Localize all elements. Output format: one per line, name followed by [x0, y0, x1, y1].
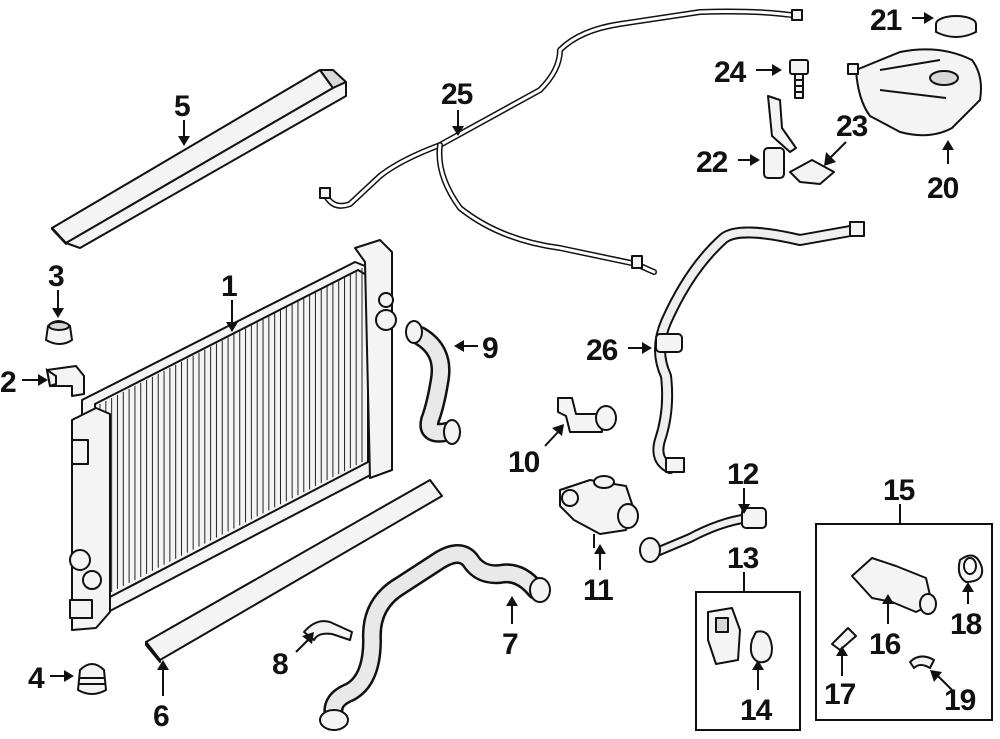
callout-9: 9 [482, 332, 498, 365]
callout-3: 3 [48, 260, 64, 293]
callout-5: 5 [174, 90, 190, 123]
callout-labels: 1 2 3 4 5 6 7 8 9 10 11 12 13 14 15 16 1… [0, 4, 983, 733]
part-4-insulator [77, 663, 107, 695]
callout-11: 11 [583, 574, 613, 607]
part-23-clip [789, 159, 835, 185]
callout-4: 4 [28, 662, 45, 695]
callout-22: 22 [696, 146, 728, 179]
callout-26: 26 [586, 334, 618, 367]
callout-16: 16 [869, 628, 901, 661]
part-10-bracket [557, 397, 617, 433]
callout-13: 13 [727, 542, 759, 575]
callout-6: 6 [153, 700, 169, 733]
callout-14: 14 [740, 694, 773, 727]
part-5-upper-seal [51, 69, 347, 249]
callout-19: 19 [944, 684, 976, 717]
leader-lines [22, 12, 974, 696]
callout-25: 25 [441, 78, 473, 111]
group-13-box [695, 591, 801, 731]
part-6-lower-seal [145, 479, 443, 663]
callout-10: 10 [508, 446, 540, 479]
part-21-cap [935, 15, 977, 38]
callout-21: 21 [870, 4, 902, 37]
part-9-upper-hose [405, 320, 461, 445]
part-8-clamp [303, 620, 353, 641]
callout-1: 1 [221, 270, 237, 303]
callout-23: 23 [836, 110, 868, 143]
callout-8: 8 [272, 648, 288, 681]
part-2-bracket [45, 365, 85, 397]
callout-2: 2 [0, 366, 16, 399]
part-25-tubes [319, 8, 803, 275]
radiator-fins [99, 268, 363, 598]
part-11-housing [559, 475, 639, 548]
group-15-box [815, 523, 993, 721]
part-12-tube [639, 507, 767, 563]
callout-15: 15 [883, 474, 915, 507]
callout-7: 7 [502, 628, 518, 661]
part-20-reservoir [847, 48, 982, 137]
part-7-lower-hose [319, 544, 551, 731]
part-3-insulator [45, 320, 73, 345]
callout-20: 20 [927, 172, 959, 205]
callout-18: 18 [950, 608, 982, 641]
part-24-bolt [789, 59, 809, 99]
callout-24: 24 [714, 56, 747, 89]
part-22-bracket [763, 95, 797, 179]
callout-12: 12 [727, 458, 759, 491]
part-1-radiator [69, 239, 397, 631]
callout-17: 17 [824, 678, 856, 711]
part-26-hose [652, 221, 865, 474]
